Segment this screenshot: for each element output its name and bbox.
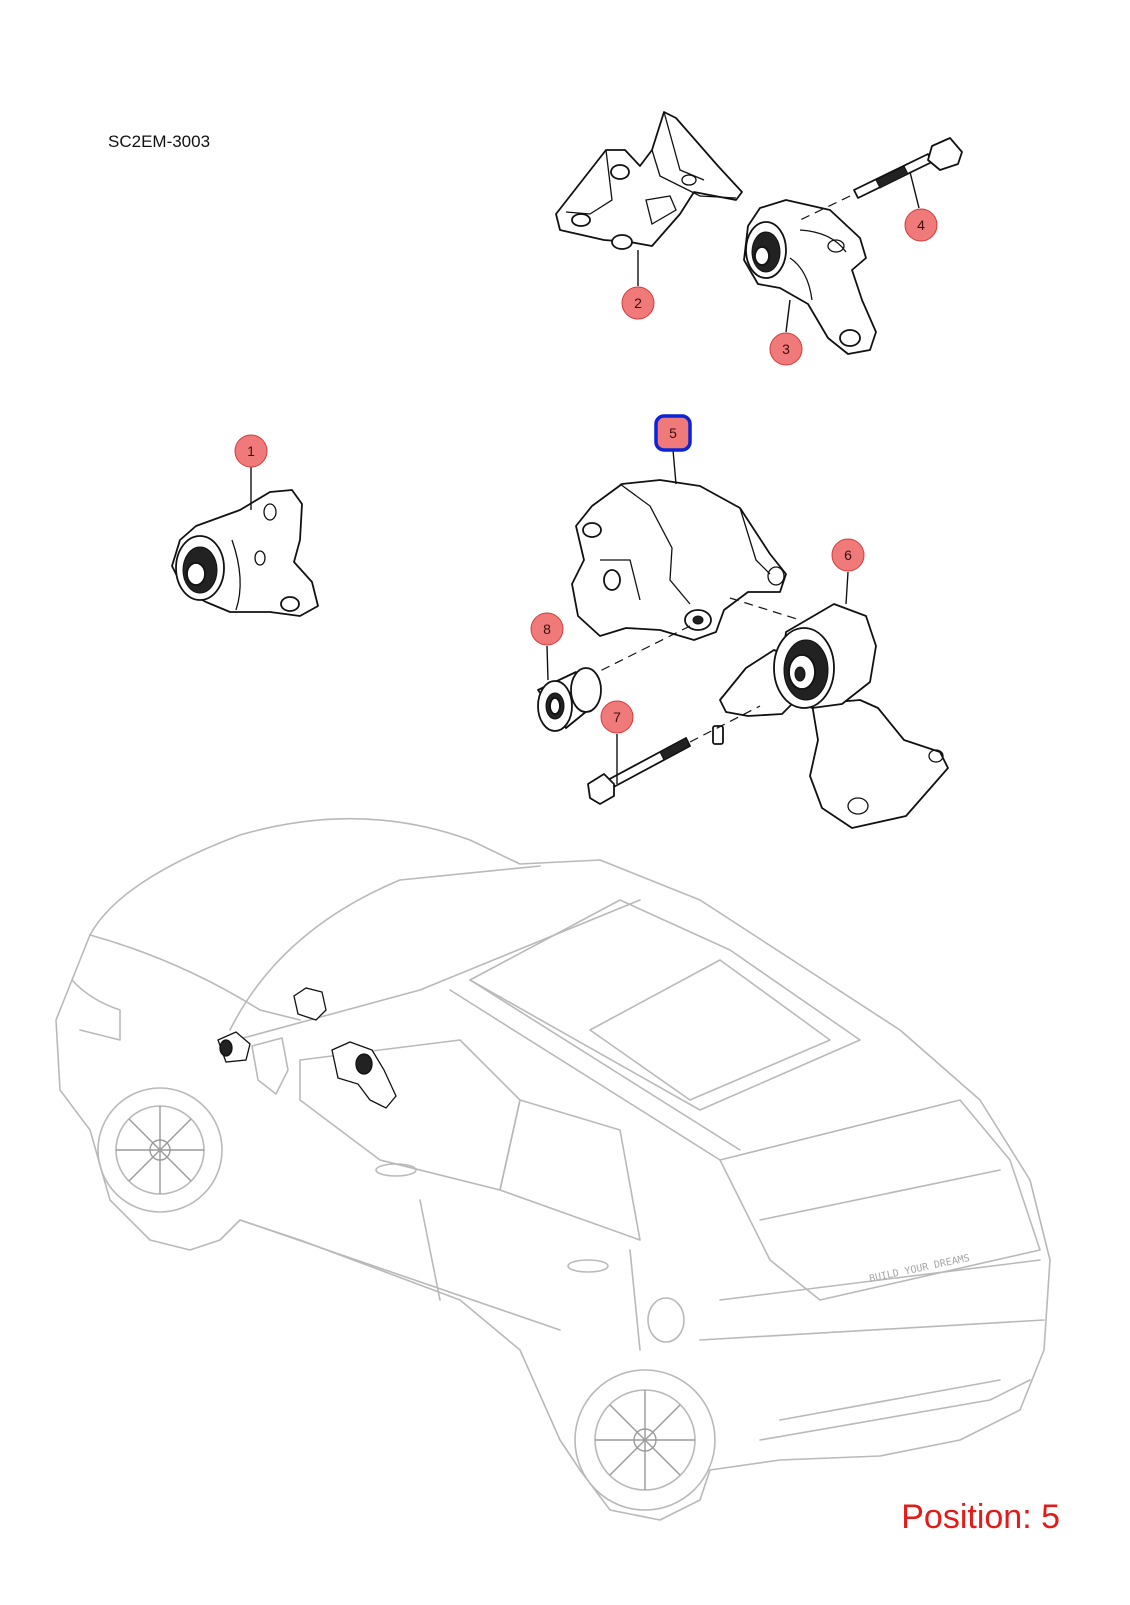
callout-circle [621,286,655,320]
leader-4 [909,171,920,209]
callout-6[interactable]: 6 [831,538,865,572]
callout-circle [234,434,268,468]
part-6-mount [712,603,949,829]
callout-2[interactable]: 2 [621,286,655,320]
callout-number: 1 [247,443,255,459]
position-label: Position: 5 [901,1498,1060,1536]
callout-number: 3 [782,341,790,357]
leader-5 [672,449,677,485]
callout-number: 4 [917,217,925,233]
callout-7[interactable]: 7 [600,700,634,734]
leader-3 [785,299,791,333]
callout-number: 5 [669,425,677,441]
part-7-bolt [587,737,691,805]
callout-number: 6 [844,547,852,563]
leader-8 [546,645,549,681]
callout-number: 7 [613,709,621,725]
callout-circle [831,538,865,572]
diagram-code: SC2EM-3003 [108,132,211,151]
callout-circle [530,612,564,646]
leader-6 [845,571,849,605]
callout-number: 2 [634,295,642,311]
part-2-bracket [555,111,743,250]
part-1-mount [171,489,319,617]
callout-3[interactable]: 3 [769,332,803,366]
car-illustration: BUILD YOUR DREAMS [55,817,1051,1521]
callout-number: 8 [543,621,551,637]
callout-selected-frame [654,414,692,452]
callout-1[interactable]: 1 [234,434,268,468]
callout-4[interactable]: 4 [904,208,938,242]
part-8-bushing [537,667,602,732]
callout-8[interactable]: 8 [530,612,564,646]
callout-circle [769,332,803,366]
callout-circle [600,700,634,734]
callout-5[interactable]: 5 [654,414,692,452]
part-4-bolt [853,137,963,199]
part-3-mount [743,199,877,355]
part-5-bracket [571,479,787,641]
callout-circle [904,208,938,242]
